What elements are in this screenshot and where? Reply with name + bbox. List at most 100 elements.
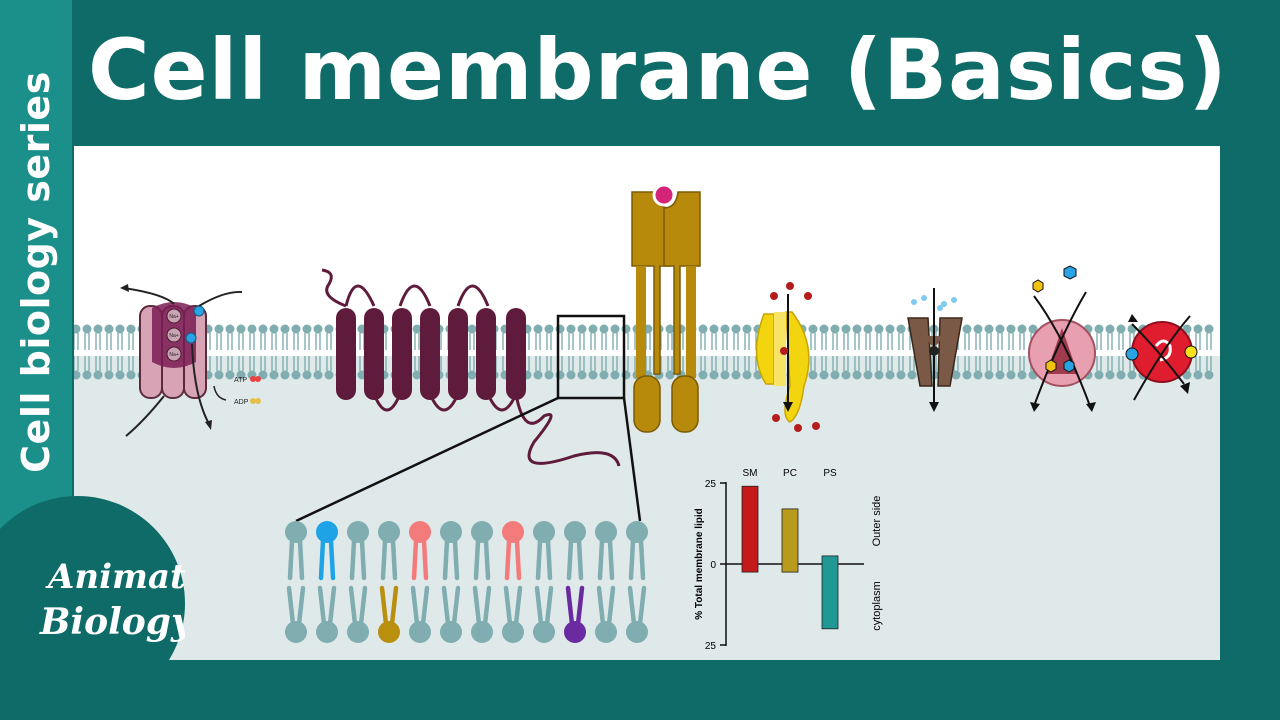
seven-transmembrane-protein — [321, 268, 621, 467]
zoomed-lipid — [533, 521, 555, 643]
category-label: PS — [823, 468, 837, 479]
lipid — [852, 324, 862, 380]
zoomed-lipid — [378, 521, 400, 643]
lipid — [731, 324, 741, 380]
lipid — [115, 324, 125, 380]
lipid — [841, 324, 851, 380]
lipid — [1204, 324, 1214, 380]
outer-side-label: Outer side — [871, 496, 883, 547]
lipid — [544, 324, 554, 380]
lipid — [720, 324, 730, 380]
lipid — [324, 324, 334, 380]
bar-ps — [821, 555, 839, 630]
lipid — [599, 324, 609, 380]
lipid — [269, 324, 279, 380]
lipid — [742, 324, 752, 380]
lipid — [82, 324, 92, 380]
lipid — [302, 324, 312, 380]
zoomed-lipid — [595, 521, 617, 643]
lipid — [698, 324, 708, 380]
lipid — [610, 324, 620, 380]
lipid — [104, 324, 114, 380]
lipid — [863, 324, 873, 380]
zoomed-lipid — [409, 521, 431, 643]
lipid — [874, 324, 884, 380]
zoomed-lipid — [347, 521, 369, 643]
zoomed-bilayer — [285, 521, 648, 643]
y-axis-label: % Total membrane lipid — [694, 508, 705, 620]
lipid — [280, 324, 290, 380]
zoom-indicator — [295, 314, 642, 523]
lipid — [1094, 324, 1104, 380]
lipid — [258, 324, 268, 380]
zoomed-lipid — [316, 521, 338, 643]
sodium-label: Na+ — [169, 314, 178, 320]
lipid — [412, 324, 422, 380]
category-label: PC — [783, 468, 797, 479]
lipid — [291, 324, 301, 380]
lipid — [225, 324, 235, 380]
dimeric-receptor — [631, 183, 701, 433]
lipid — [74, 324, 81, 380]
lipid — [313, 324, 323, 380]
adp-label: ADP — [234, 399, 249, 406]
sodium-label: Na+ — [169, 352, 178, 358]
lipid — [214, 324, 224, 380]
lipid — [236, 324, 246, 380]
water-channel — [907, 288, 963, 412]
membrane-diagram: Na+ Na+ Na+ ATP ADP — [74, 183, 1214, 652]
lipid — [247, 324, 257, 380]
lipid — [1017, 324, 1027, 380]
lipid — [665, 324, 675, 380]
lipid — [984, 324, 994, 380]
lipid — [709, 324, 719, 380]
zoomed-lipid — [471, 521, 493, 643]
lipid — [467, 324, 477, 380]
lipid — [962, 324, 972, 380]
sodium-label: Na+ — [169, 333, 178, 339]
zoomed-lipid — [502, 521, 524, 643]
zoomed-lipid — [564, 521, 586, 643]
atp-label: ATP — [234, 377, 247, 384]
page-title: Cell membrane (Basics) — [88, 21, 1228, 119]
y-tick-label: 25 — [705, 479, 717, 490]
y-tick-label: 25 — [705, 641, 717, 652]
zoomed-lipid — [285, 521, 307, 643]
y-tick-label: 0 — [710, 560, 716, 571]
lipid — [995, 324, 1005, 380]
ion-channel — [755, 282, 820, 432]
lipid — [1193, 324, 1203, 380]
lipid — [819, 324, 829, 380]
lipid — [1105, 324, 1115, 380]
logo-line1: Animated — [45, 557, 185, 597]
lipid — [896, 324, 906, 380]
antiporter — [1125, 314, 1198, 401]
lipid — [808, 324, 818, 380]
sodium-potassium-pump: Na+ Na+ Na+ ATP ADP — [120, 284, 261, 437]
lipid — [1116, 324, 1126, 380]
lipid — [533, 324, 543, 380]
lipid — [885, 324, 895, 380]
lipid — [830, 324, 840, 380]
lipid — [126, 324, 136, 380]
lipid — [577, 324, 587, 380]
lipid — [566, 324, 576, 380]
category-label: SM — [743, 468, 758, 479]
lipid — [1006, 324, 1016, 380]
lipid — [588, 324, 598, 380]
cytoplasm-label: cytoplasm — [871, 581, 883, 631]
membrane-panel: Na+ Na+ Na+ ATP ADP — [74, 146, 1220, 660]
bar-pc — [781, 508, 799, 573]
series-label: Cell biology series — [14, 71, 58, 473]
lipid — [93, 324, 103, 380]
animated-biology-logo: Animated Biology — [0, 496, 231, 711]
symporter — [1028, 265, 1096, 412]
zoomed-lipid — [440, 521, 462, 643]
bar-sm — [741, 485, 759, 573]
logo-line2: Biology — [39, 601, 185, 643]
series-strip: Cell biology series — [0, 0, 72, 545]
lipid-distribution-chart: 25 0 25 % Total membrane lipid Outer sid… — [694, 468, 883, 652]
zoomed-lipid — [626, 521, 648, 643]
lipid — [973, 324, 983, 380]
